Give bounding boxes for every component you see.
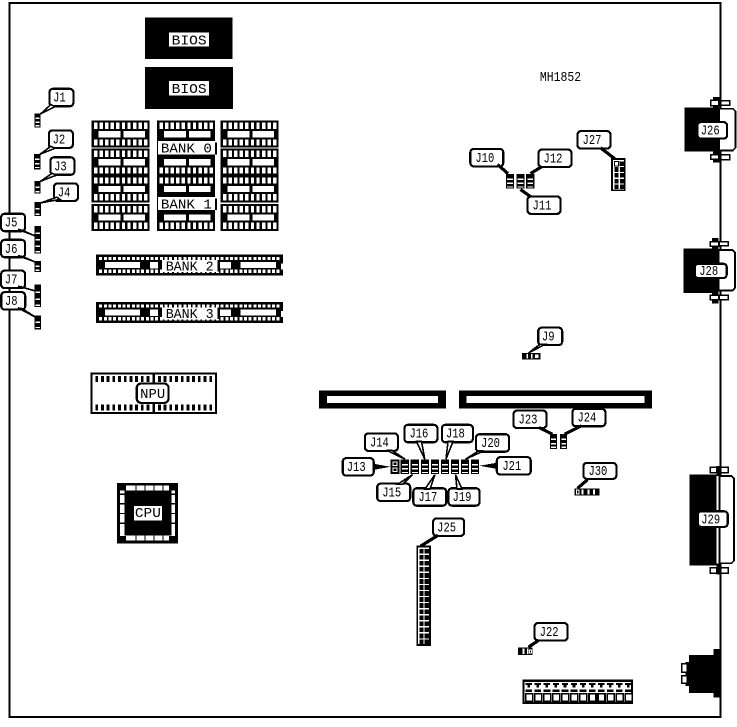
svg-text:J7: J7 (5, 274, 18, 289)
svg-text:J26: J26 (701, 125, 720, 140)
svg-text:J13: J13 (347, 461, 366, 476)
svg-text:J1: J1 (53, 92, 66, 107)
svg-text:J2: J2 (53, 133, 66, 148)
svg-text:J24: J24 (577, 412, 596, 427)
svg-text:J20: J20 (481, 437, 500, 452)
svg-text:J14: J14 (370, 436, 389, 451)
svg-text:J9: J9 (542, 331, 555, 346)
svg-text:J27: J27 (583, 134, 602, 149)
svg-text:J25: J25 (437, 521, 456, 536)
svg-text:J28: J28 (699, 265, 718, 280)
svg-text:BANK 0: BANK 0 (161, 143, 212, 158)
svg-text:J10: J10 (475, 152, 494, 167)
svg-text:J11: J11 (533, 199, 552, 214)
svg-text:J22: J22 (540, 626, 559, 641)
svg-text:J21: J21 (502, 460, 521, 475)
svg-text:NPU: NPU (140, 388, 165, 403)
svg-text:BANK 3: BANK 3 (166, 308, 214, 323)
svg-text:J4: J4 (58, 186, 71, 201)
svg-text:J18: J18 (446, 428, 465, 443)
svg-text:J15: J15 (382, 487, 401, 502)
svg-text:J12: J12 (544, 153, 563, 168)
svg-text:BANK 2: BANK 2 (166, 261, 214, 276)
svg-text:J29: J29 (701, 513, 720, 528)
svg-text:J17: J17 (418, 491, 437, 506)
svg-text:J5: J5 (5, 217, 18, 232)
svg-text:J16: J16 (409, 428, 428, 443)
svg-text:J6: J6 (5, 243, 18, 258)
svg-text:J23: J23 (519, 414, 538, 429)
svg-text:CPU: CPU (135, 507, 161, 522)
svg-text:J3: J3 (54, 160, 67, 175)
svg-text:J30: J30 (588, 465, 607, 480)
svg-text:BANK 1: BANK 1 (161, 198, 212, 213)
svg-text:BIOS: BIOS (172, 82, 207, 98)
svg-text:BIOS: BIOS (172, 33, 207, 49)
svg-text:J19: J19 (453, 491, 472, 506)
svg-text:MH1852: MH1852 (540, 70, 581, 86)
svg-text:J8: J8 (5, 295, 18, 310)
